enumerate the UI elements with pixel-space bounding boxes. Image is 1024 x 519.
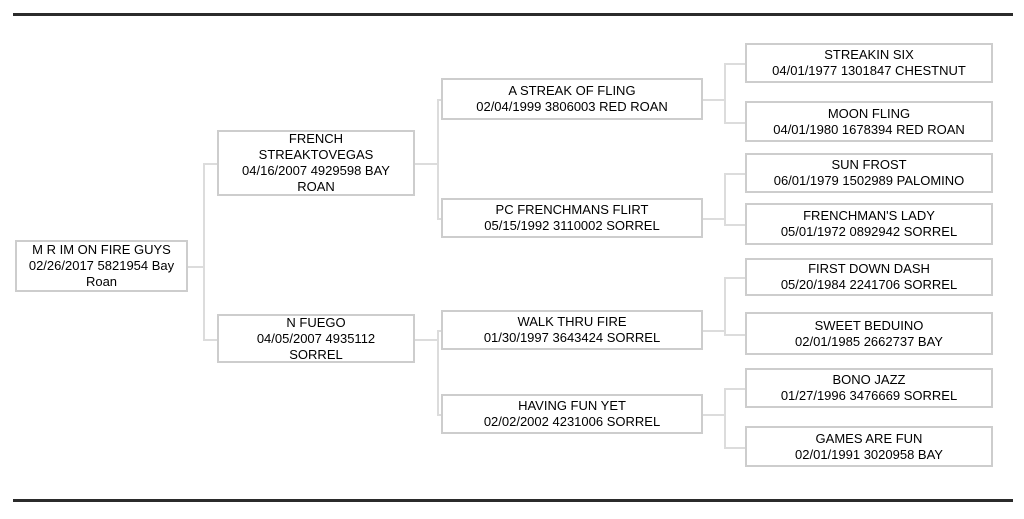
connector-line <box>437 99 439 220</box>
top-rule <box>13 13 1013 16</box>
connector-line <box>437 414 441 416</box>
pedigree-box-dam-sire-dam: SWEET BEDUINO 02/01/1985 2662737 BAY <box>745 312 993 355</box>
horse-name: BONO JAZZ <box>832 372 906 387</box>
connector-line <box>724 63 745 65</box>
horse-name: N FUEGO <box>286 314 346 330</box>
horse-info: 02/01/1991 3020958 BAY <box>795 446 943 462</box>
connector-line <box>724 173 745 175</box>
connector-line <box>724 388 745 390</box>
connector-line <box>415 163 437 165</box>
horse-name: STREAKIN SIX <box>824 47 914 62</box>
pedigree-box-subject: M R IM ON FIRE GUYS 02/26/2017 5821954 B… <box>15 240 188 292</box>
horse-name: FRENCHMAN'S LADY <box>803 208 935 223</box>
connector-line <box>724 122 745 124</box>
pedigree-box-dam-sire: WALK THRU FIRE 01/30/1997 3643424 SORREL <box>441 310 703 350</box>
horse-info: 05/20/1984 2241706 SORREL <box>780 277 958 292</box>
horse-name: HAVING FUN YET <box>518 398 626 413</box>
connector-line <box>203 163 217 165</box>
pedigree-box-sire-sire: A STREAK OF FLING 02/04/1999 3806003 RED… <box>441 78 703 120</box>
horse-name: SUN FROST <box>831 157 907 172</box>
horse-name: A STREAK OF FLING <box>508 83 636 98</box>
horse-info: 02/01/1985 2662737 BAY <box>795 333 943 349</box>
horse-info: 04/01/1977 1301847 CHESTNUT <box>772 63 966 78</box>
connector-line <box>188 266 203 268</box>
horse-name: PC FRENCHMANS FLIRT <box>495 202 649 217</box>
pedigree-box-dam-dam-dam: GAMES ARE FUN 02/01/1991 3020958 BAY <box>745 426 993 467</box>
horse-info: 02/26/2017 5821954 Bay Roan <box>28 258 175 289</box>
horse-info: 04/16/2007 4929598 BAY ROAN <box>242 163 390 194</box>
pedigree-box-dam-sire-sire: FIRST DOWN DASH 05/20/1984 2241706 SORRE… <box>745 258 993 296</box>
horse-name: SWEET BEDUINO <box>814 317 924 333</box>
horse-name: FRENCH STREAKTOVEGAS <box>258 131 374 162</box>
pedigree-box-sire-dam: PC FRENCHMANS FLIRT 05/15/1992 3110002 S… <box>441 198 703 238</box>
connector-line <box>703 99 724 101</box>
horse-info: 04/05/2007 4935112 SORREL <box>256 330 376 362</box>
connector-line <box>724 173 726 226</box>
horse-name: WALK THRU FIRE <box>517 314 627 329</box>
connector-line <box>203 339 217 341</box>
connector-line <box>703 218 724 220</box>
connector-line <box>437 330 441 332</box>
connector-line <box>437 330 439 416</box>
connector-line <box>703 414 724 416</box>
horse-name: FIRST DOWN DASH <box>808 261 930 276</box>
horse-info: 02/04/1999 3806003 RED ROAN <box>476 99 668 114</box>
connector-line <box>724 63 726 124</box>
pedigree-box-sire-sire-dam: MOON FLING 04/01/1980 1678394 RED ROAN <box>745 101 993 142</box>
connector-line <box>724 447 745 449</box>
bottom-rule <box>13 499 1013 502</box>
connector-line <box>724 277 726 336</box>
connector-line <box>724 277 745 279</box>
pedigree-box-sire: FRENCH STREAKTOVEGAS 04/16/2007 4929598 … <box>217 130 415 196</box>
pedigree-box-dam: N FUEGO 04/05/2007 4935112 SORREL <box>217 314 415 363</box>
connector-line <box>724 224 745 226</box>
connector-line <box>724 388 726 449</box>
horse-name: M R IM ON FIRE GUYS <box>32 242 171 257</box>
horse-info: 01/27/1996 3476669 SORREL <box>780 388 958 403</box>
pedigree-box-sire-dam-dam: FRENCHMAN'S LADY 05/01/1972 0892942 SORR… <box>745 203 993 245</box>
horse-info: 04/01/1980 1678394 RED ROAN <box>773 121 965 137</box>
pedigree-box-dam-dam: HAVING FUN YET 02/02/2002 4231006 SORREL <box>441 394 703 434</box>
connector-line <box>724 334 745 336</box>
horse-info: 01/30/1997 3643424 SORREL <box>483 330 661 345</box>
pedigree-box-dam-dam-sire: BONO JAZZ 01/27/1996 3476669 SORREL <box>745 368 993 408</box>
connector-line <box>703 330 724 332</box>
connector-line <box>203 163 205 341</box>
horse-info: 05/15/1992 3110002 SORREL <box>484 218 660 233</box>
horse-info: 06/01/1979 1502989 PALOMINO <box>773 173 965 188</box>
connector-line <box>437 99 441 101</box>
pedigree-box-sire-dam-sire: SUN FROST 06/01/1979 1502989 PALOMINO <box>745 153 993 193</box>
horse-name: GAMES ARE FUN <box>815 430 923 446</box>
horse-info: 02/02/2002 4231006 SORREL <box>483 414 661 429</box>
pedigree-box-sire-sire-sire: STREAKIN SIX 04/01/1977 1301847 CHESTNUT <box>745 43 993 83</box>
horse-name: MOON FLING <box>827 105 911 121</box>
connector-line <box>415 339 437 341</box>
connector-line <box>437 218 441 220</box>
horse-info: 05/01/1972 0892942 SORREL <box>780 224 958 239</box>
